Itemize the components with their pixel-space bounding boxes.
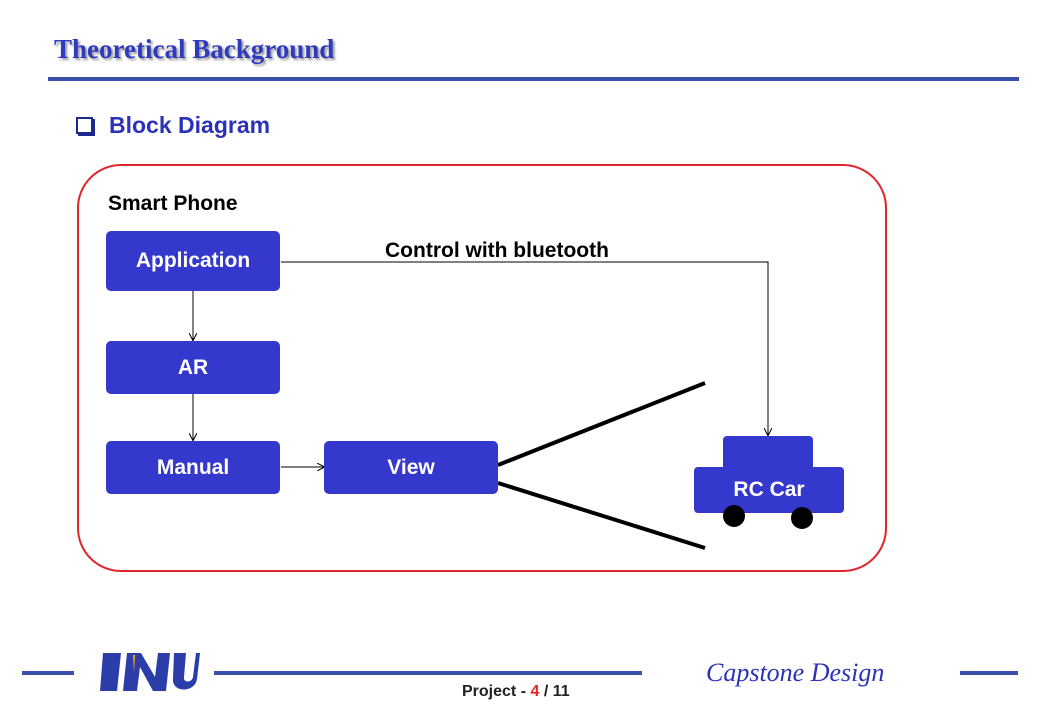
rc-car-block: RC Car — [694, 467, 844, 513]
arrow-application-to-rc-car — [281, 261, 768, 435]
view-cone-upper — [497, 381, 706, 467]
page-separator: / — [539, 683, 553, 700]
bluetooth-edge-label: Control with bluetooth — [385, 239, 609, 262]
page-total: 11 — [552, 683, 570, 700]
page-prefix: Project - — [462, 683, 531, 700]
section-heading-text: Block Diagram — [109, 111, 271, 138]
section-heading: Block Diagram — [76, 110, 270, 140]
footer-rule-left — [22, 671, 74, 675]
manual-block: Manual — [106, 441, 280, 494]
course-name: Capstone Design — [706, 658, 885, 687]
view-cone-lower — [497, 481, 706, 550]
smart-phone-container — [77, 164, 887, 572]
page-current: 4 — [530, 683, 540, 700]
rc-car-wheel-icon — [723, 505, 745, 527]
footer-rule-middle — [214, 671, 642, 675]
inu-logo-icon — [100, 653, 200, 691]
smart-phone-label: Smart Phone — [108, 192, 238, 215]
page-number: Project - 4 / 11 — [462, 683, 570, 701]
title-divider — [48, 77, 1019, 81]
checkbox-bullet-icon — [76, 116, 93, 134]
application-block: Application — [106, 231, 280, 291]
footer-rule-right — [960, 671, 1018, 675]
view-block: View — [324, 441, 498, 494]
rc-car-wheel-icon — [791, 507, 813, 529]
ar-block: AR — [106, 341, 280, 394]
slide-title: Theoretical Background — [54, 34, 335, 64]
